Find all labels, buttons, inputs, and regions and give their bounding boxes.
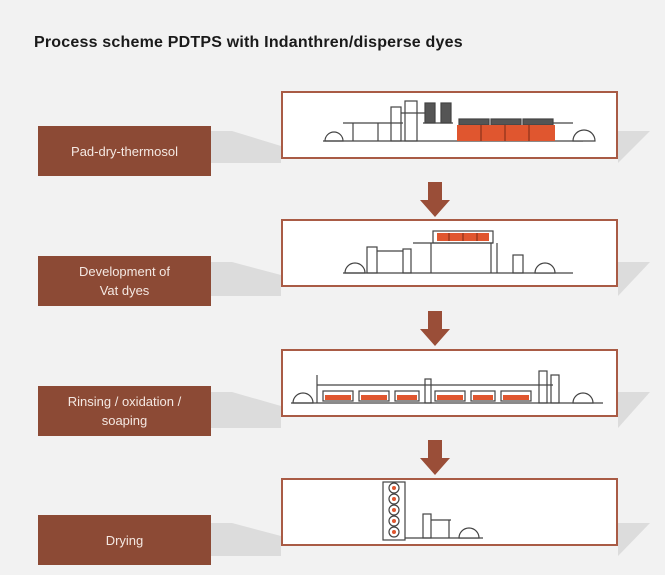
machine-box-pad-dry-thermosol (281, 91, 618, 159)
diagram-title: Process scheme PDTPS with Indanthren/dis… (34, 34, 463, 51)
row-shadow-3-right (618, 392, 650, 428)
step-label-rinsing-oxidation-soaping: Rinsing / oxidation / soaping (38, 386, 211, 436)
arrow-down-icon (420, 311, 450, 346)
step-label-development-of-vat-dyes: Development of Vat dyes (38, 256, 211, 306)
row-shadow-3 (211, 392, 281, 428)
machine-box-drying (281, 478, 618, 546)
row-shadow-4-right (618, 523, 650, 556)
step-label-pad-dry-thermosol: Pad-dry-thermosol (38, 126, 211, 176)
development-machine-icon (343, 230, 573, 274)
row-shadow-2 (211, 262, 281, 296)
row-shadow-2-right (618, 262, 650, 296)
row-shadow-4 (211, 523, 281, 556)
drying-machine-icon (382, 481, 483, 541)
pad-dry-thermosol-machine-icon (323, 100, 596, 142)
machine-box-rinsing-oxidation-soaping (281, 349, 618, 417)
arrow-down-icon (420, 440, 450, 475)
arrow-down-icon (420, 182, 450, 217)
step-label-drying: Drying (38, 515, 211, 565)
machine-box-development-of-vat-dyes (281, 219, 618, 287)
rinsing-oxidation-soaping-machine-icon (291, 370, 603, 404)
row-shadow-1-right (618, 131, 650, 163)
row-shadow-1 (211, 131, 281, 163)
